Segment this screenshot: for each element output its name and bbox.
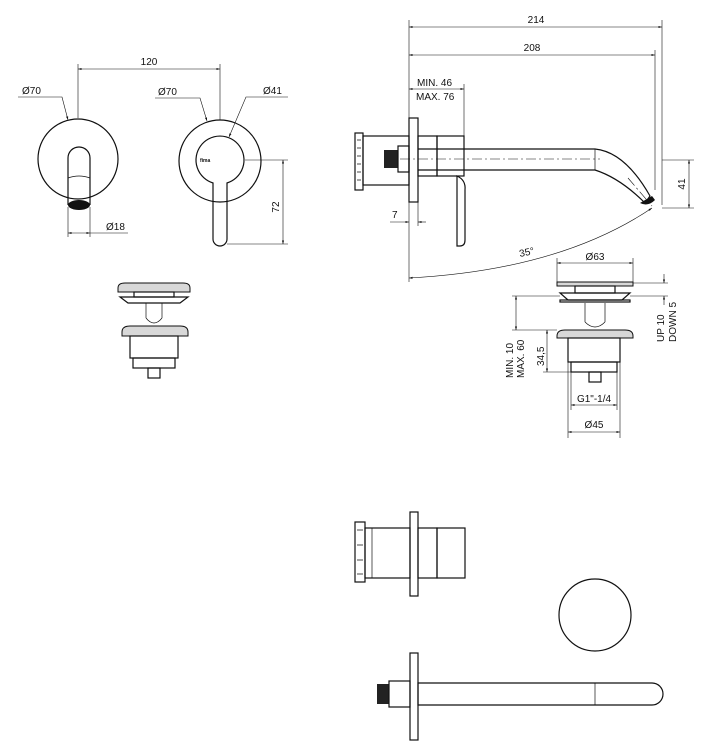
spout-rosette [37, 118, 119, 200]
drain-thread [132, 357, 176, 369]
wall-plate [409, 511, 419, 597]
mixer-cartridge-housing [436, 135, 465, 177]
spout-aerator [640, 196, 655, 205]
outlet-height-label: 41 [677, 178, 688, 190]
centerline [627, 177, 653, 207]
drain-side: Ø63 UP 10 DOWN 5 MIN. 10 MAX. 60 34,5 G1… [505, 252, 679, 438]
drain-cap-neck [574, 285, 616, 294]
mixer-body-view [354, 511, 466, 597]
stroke-up-label: UP 10 [656, 314, 667, 342]
drain-stem [584, 303, 606, 328]
wall-max-label: MAX. 76 [416, 92, 455, 103]
spout-outlet [68, 200, 90, 210]
handwheel-knurl [357, 529, 363, 575]
handwheel [354, 132, 364, 191]
spout-rosette-diameter-label: Ø70 [22, 86, 41, 97]
drain-seal [118, 296, 190, 304]
handle-diameter-label: Ø41 [263, 86, 282, 97]
mixer-handle [195, 135, 245, 247]
drain-pin [147, 367, 161, 379]
brand-mark: fima [200, 158, 211, 164]
drain-flange [121, 325, 189, 337]
spout-body [67, 146, 91, 205]
drain-cap [117, 282, 191, 293]
basin-max-label: MAX. 60 [516, 339, 527, 378]
drain-stem [145, 303, 163, 324]
spout-pipe [417, 682, 664, 706]
spout-rosette-rear-view [558, 578, 632, 652]
drain-seal-ring [559, 299, 631, 303]
drain-body [567, 337, 621, 363]
wall-min-label: MIN. 46 [417, 78, 452, 89]
spout-top-view [377, 652, 664, 741]
spout-nut [388, 680, 411, 708]
leader-line [228, 96, 288, 138]
stroke-down-label: DOWN 5 [668, 302, 679, 342]
wall-plate [409, 652, 419, 741]
spout-diameter-label: Ø18 [106, 222, 125, 233]
basin-min-label: MIN. 10 [505, 343, 516, 378]
spout-joint-line [67, 175, 91, 179]
center-distance-label: 120 [141, 57, 158, 68]
spout-length-label: 208 [524, 43, 541, 54]
angle-label: 35° [518, 246, 535, 260]
drain-body [129, 335, 179, 359]
cap-diameter-label: Ø63 [586, 252, 605, 263]
drain-front [117, 282, 191, 379]
drain-pin [588, 371, 602, 383]
drain-flange [556, 329, 634, 339]
mixer-cartridge-housing [436, 527, 466, 579]
mixer-rosette-diameter-label: Ø70 [158, 87, 177, 98]
lever-side [456, 175, 466, 247]
spout-pipe [418, 148, 651, 204]
side-view: 214 208 MIN. 46 MAX. 76 7 41 35° [354, 15, 694, 282]
mixer-collar [417, 527, 438, 579]
leader-line [18, 96, 69, 121]
thread-label: G1"-1/4 [577, 394, 612, 405]
valve-fitting [384, 150, 398, 168]
handle-height-label: 72 [271, 201, 282, 213]
drain-thread [570, 361, 618, 373]
handwheel [354, 521, 366, 583]
drain-seal [558, 292, 632, 301]
body-diameter-label: Ø45 [585, 420, 604, 431]
drain-cap-neck [133, 291, 175, 298]
overall-length-label: 214 [528, 15, 545, 26]
spout-fitting [377, 684, 389, 704]
plate-thickness-label: 7 [392, 210, 398, 221]
handwheel-knurl [357, 139, 361, 181]
body-height-label: 34,5 [536, 346, 547, 366]
angle-arc [408, 207, 653, 279]
front-view-spout: 120 Ø70 Ø18 [18, 57, 221, 237]
mixer-rosette [178, 119, 262, 203]
wall-plate [408, 117, 419, 203]
front-view-mixer: fima Ø70 Ø41 72 [155, 86, 288, 247]
leader-line [155, 97, 208, 122]
drain-cap [556, 281, 634, 287]
